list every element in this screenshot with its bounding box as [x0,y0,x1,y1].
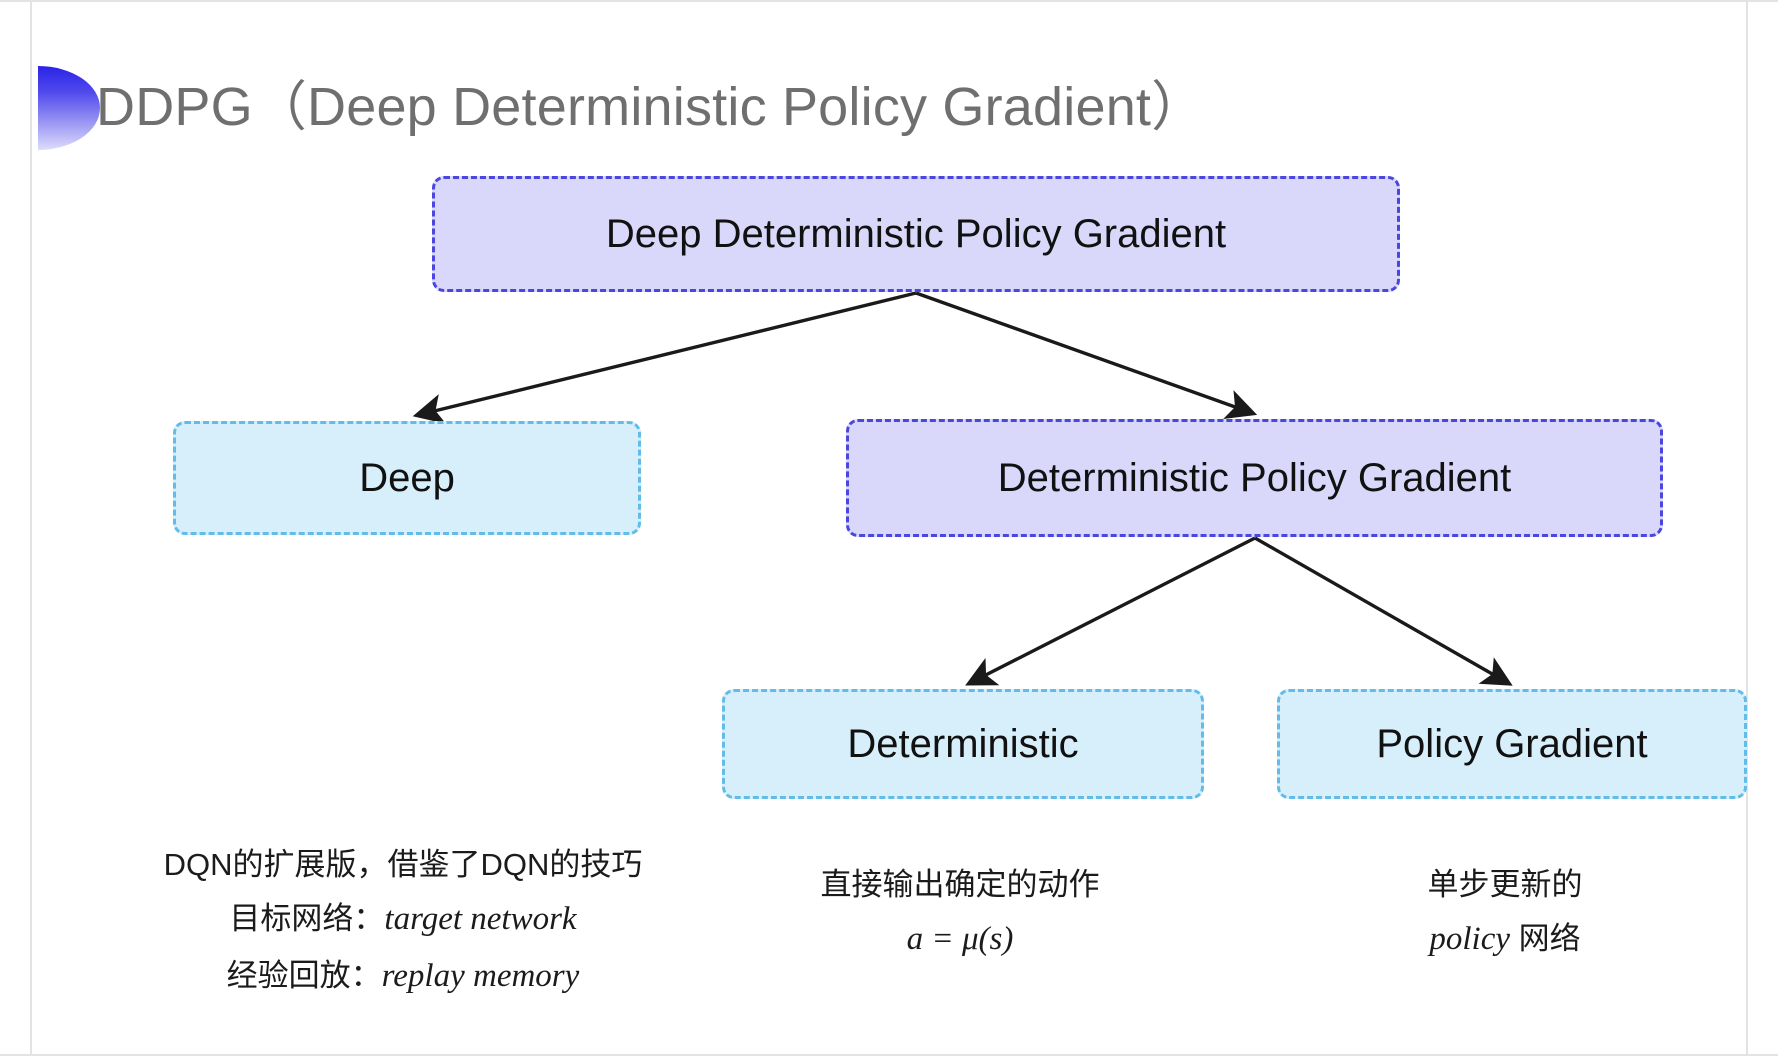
diagram-node-policy-gradient-label: Policy Gradient [1376,721,1648,766]
annotation-deep-line3: 经验回放：replay memory [148,948,658,1005]
diagram-node-dpg-label: Deterministic Policy Gradient [997,455,1512,500]
diagram-node-deterministic-policy-gradient[interactable]: Deterministic Policy Gradient [846,419,1663,537]
diagram-node-root[interactable]: Deep Deterministic Policy Gradient [432,176,1400,292]
edge-dpg-to-deterministic [965,536,1256,686]
annotation-deterministic-formula: a = μ(s) [906,921,1014,958]
annotation-policy-gradient-line2-term: policy [1429,921,1510,958]
annotation-policy-gradient-line2: policy 网络 [1355,911,1655,968]
annotation-deep: DQN的扩展版，借鉴了DQN的技巧 目标网络：target network 经验… [148,838,658,1005]
annotation-deep-line2-term: target network [384,901,577,938]
annotation-deep-line3-label: 经验回放： [226,958,382,994]
annotation-policy-gradient-line2-suffix: 网络 [1510,921,1581,957]
gradient-half-circle-bullet-icon [38,66,100,150]
annotation-deep-line2: 目标网络：target network [148,891,658,948]
annotation-policy-gradient-line1: 单步更新的 [1427,867,1583,902]
annotation-deep-line3-term: replay memory [381,958,580,995]
slide-frame-bottom-border [0,1054,1778,1056]
annotation-policy-gradient: 单步更新的 policy 网络 [1355,858,1655,968]
annotation-deep-line1: DQN的扩展版，借鉴了DQN的技巧 [163,847,643,882]
diagram-node-deep[interactable]: Deep [173,421,641,535]
edge-dpg-to-policy-gradient [1254,536,1513,686]
slide-frame-right-border [1746,0,1748,1056]
diagram-node-deterministic[interactable]: Deterministic [722,689,1204,799]
annotation-deep-line2-label: 目标网络： [229,901,385,937]
slide-frame-left-border [30,0,32,1056]
edge-root-to-dpg [915,291,1258,419]
annotation-deterministic-line1: 直接输出确定的动作 [820,867,1100,902]
annotation-deterministic: 直接输出确定的动作 a = μ(s) [790,858,1130,968]
page-title: DDPG（Deep Deterministic Policy Gradient） [96,77,1206,137]
diagram-node-root-label: Deep Deterministic Policy Gradient [605,211,1227,256]
diagram-node-deep-label: Deep [359,455,455,500]
diagram-node-policy-gradient[interactable]: Policy Gradient [1277,689,1747,799]
slide-frame-top-border [0,0,1778,2]
diagram-node-deterministic-label: Deterministic [847,721,1079,766]
edge-root-to-deep [412,291,917,424]
